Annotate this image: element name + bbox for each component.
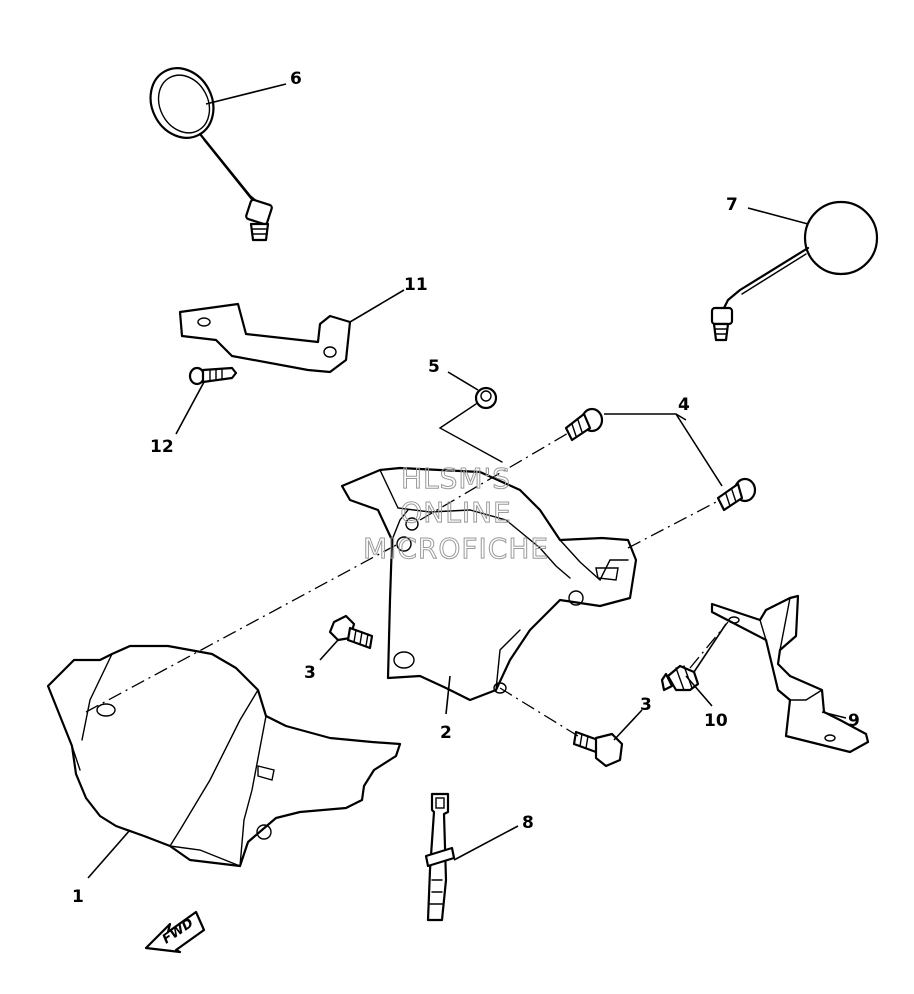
screw-10[interactable] [660, 664, 700, 692]
callout-12: 12 [150, 437, 174, 457]
watermark-line-1: HLSM'S [401, 462, 511, 495]
callout-8: 8 [522, 813, 534, 833]
callout-6: 6 [290, 69, 302, 89]
band-8[interactable] [424, 792, 456, 922]
callout-3-left: 3 [304, 663, 316, 683]
screw-12[interactable] [188, 366, 238, 386]
leader-lines [87, 83, 847, 879]
handle-cover-2[interactable] [340, 466, 638, 702]
bolt-3-right[interactable] [572, 730, 624, 768]
callout-numbers: 1 2 3 3 4 5 6 7 8 9 10 11 12 [72, 69, 860, 907]
front-cover-1[interactable] [46, 644, 402, 868]
bolt-4-upper[interactable] [564, 407, 604, 442]
collar-5[interactable] [474, 386, 498, 410]
callout-11: 11 [404, 275, 428, 295]
watermark-line-2: ONLINE [400, 496, 511, 529]
watermark: HLSM'S ONLINE MICROFICHE [362, 462, 549, 566]
callout-7: 7 [726, 195, 738, 215]
bracket-9[interactable] [710, 594, 870, 754]
callout-1: 1 [72, 887, 84, 907]
bolt-3-left[interactable] [328, 614, 374, 650]
callout-9: 9 [848, 711, 860, 731]
assembly-lines [85, 403, 729, 737]
mirror-left[interactable] [139, 57, 273, 242]
callout-5: 5 [428, 357, 440, 377]
callout-2: 2 [440, 723, 452, 743]
callout-3-right: 3 [640, 695, 652, 715]
mirror-right[interactable] [710, 200, 879, 342]
bracket-11[interactable] [178, 302, 352, 374]
callout-4: 4 [678, 395, 690, 415]
watermark-line-3: MICROFICHE [363, 532, 549, 565]
bolt-4-lower[interactable] [716, 477, 757, 512]
fwd-arrow-icon: FWD [144, 910, 206, 954]
callout-10: 10 [704, 711, 728, 731]
